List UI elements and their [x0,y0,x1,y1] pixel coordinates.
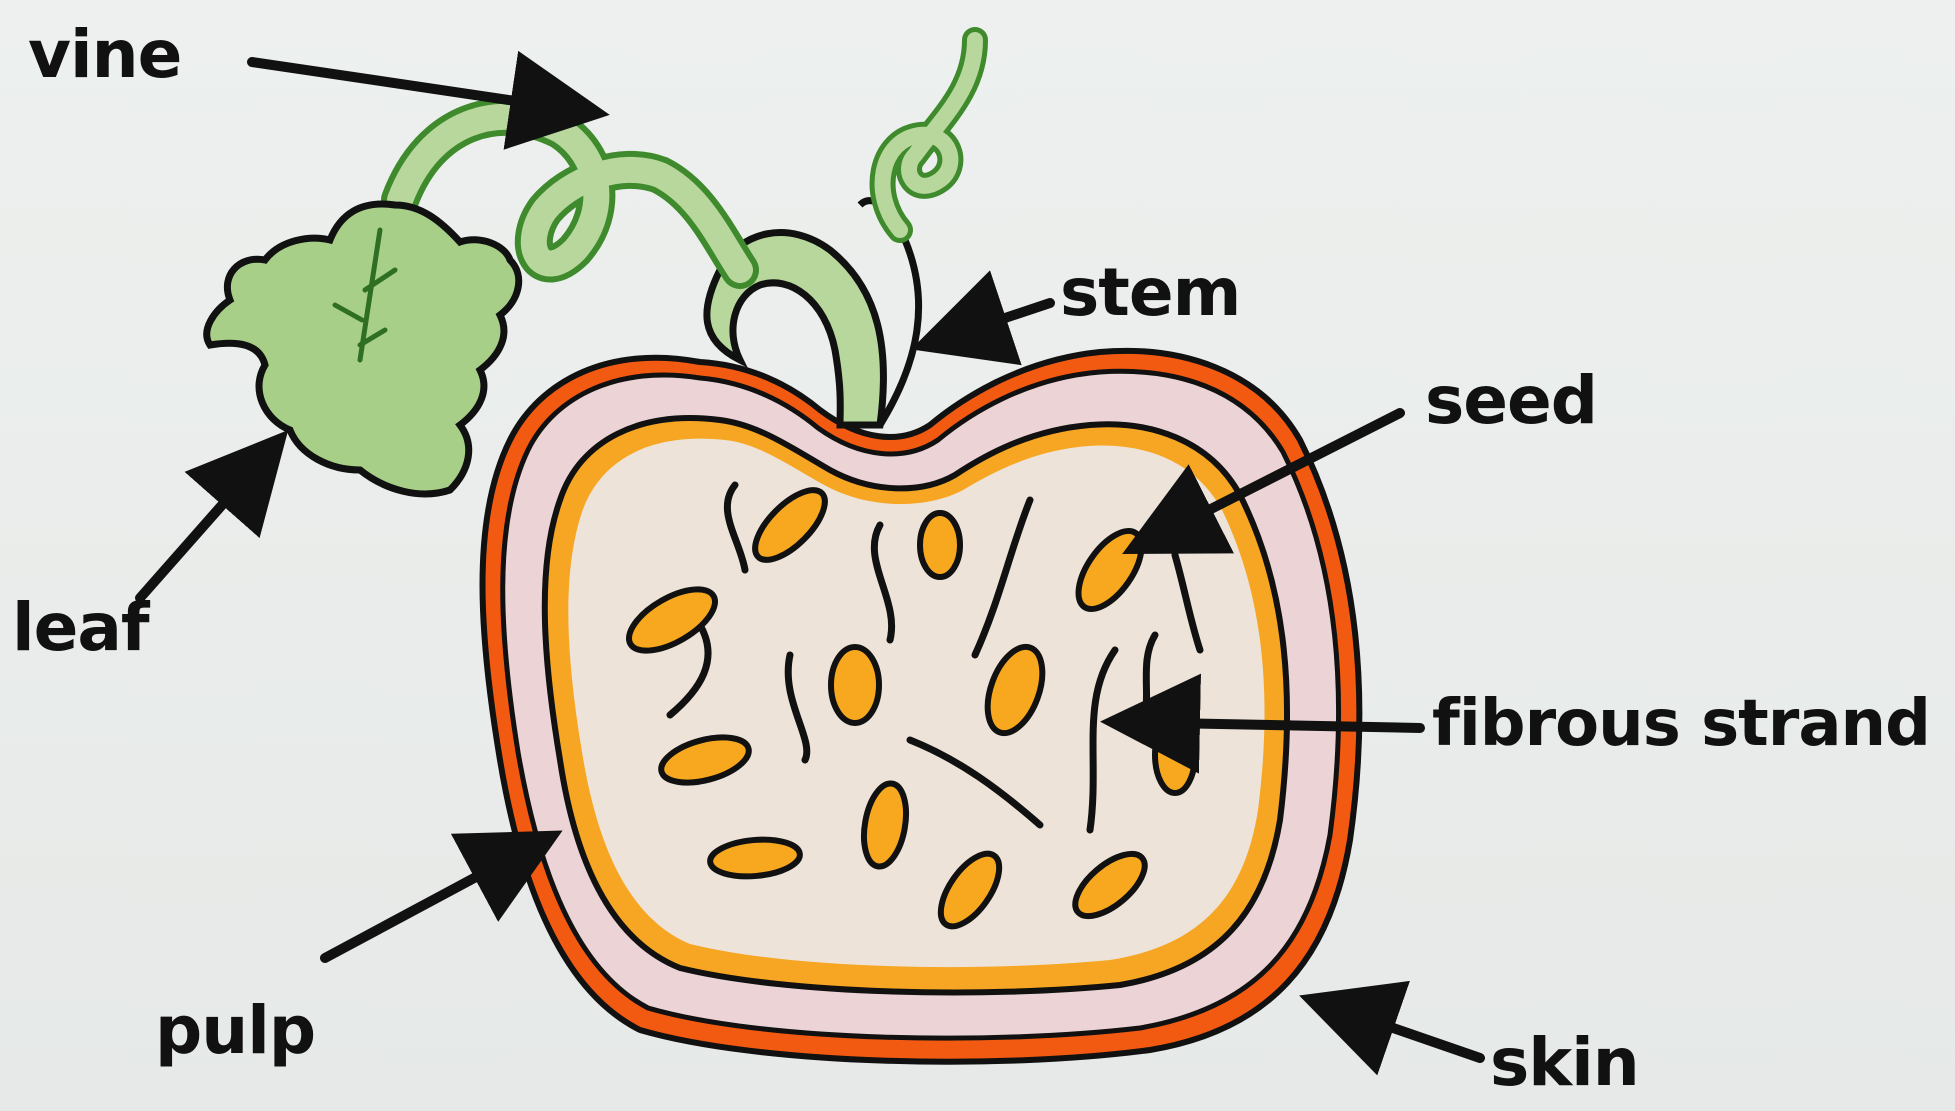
label-skin: skin [1490,1030,1639,1096]
skin-arrow [1318,1002,1480,1058]
label-leaf: leaf [12,595,149,661]
label-pulp: pulp [155,998,315,1064]
pulp-arrow [325,840,545,958]
seed [1155,717,1195,793]
pumpkin-cavity [568,439,1264,967]
label-seed: seed [1425,368,1597,434]
fibrous-strand-arrow [1120,722,1420,728]
vine [400,40,975,270]
label-stem: stem [1060,260,1240,326]
seed [920,513,960,577]
vine-arrow [252,62,590,112]
label-fibrous-strand: fibrous strand [1432,692,1930,756]
leaf-arrow [140,445,275,598]
label-vine: vine [28,22,181,88]
seed [831,647,879,723]
stem-arrow [930,303,1050,343]
